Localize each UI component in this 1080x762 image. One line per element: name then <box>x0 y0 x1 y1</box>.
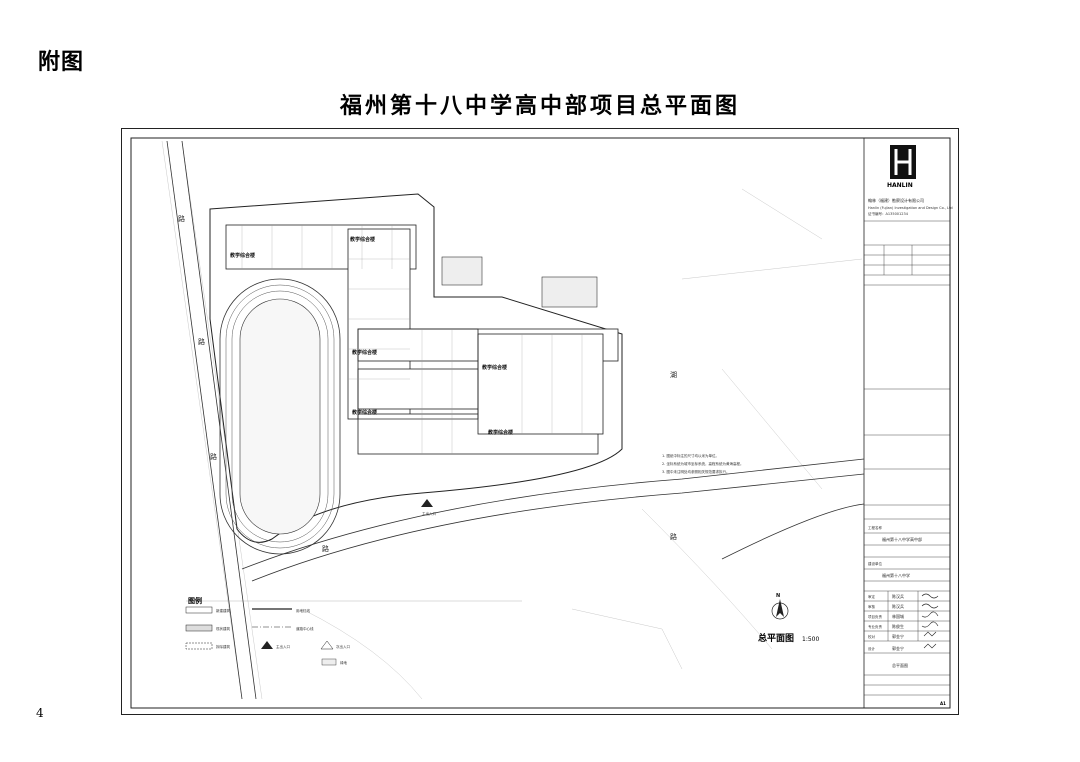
building-label-3: 教学综合楼 <box>481 364 507 371</box>
main-entrance: 主出入口 <box>421 499 436 516</box>
project-label: 工程名称 <box>868 525 882 530</box>
logo-text: HANLIN <box>887 182 913 189</box>
legend-row-7: 绿地 <box>340 660 348 665</box>
building-label-0: 教学综合楼 <box>229 252 255 259</box>
building-label-5: 教学综合楼 <box>487 429 513 436</box>
road-label-1: 路 <box>198 337 205 346</box>
client-label: 建设单位 <box>868 561 882 566</box>
site-plan-svg: N 总平面图 1:500 主出入口 图例 新建建筑 现状建筑 拆除建筑 用地红线… <box>130 137 953 709</box>
legend-row-4: 道路中心线 <box>296 626 314 631</box>
north-arrow: N <box>771 593 789 620</box>
document-title: 福州第十八中学高中部项目总平面图 <box>339 93 740 119</box>
legend-row-1: 现状建筑 <box>216 626 230 631</box>
neighbour-buildings <box>441 256 598 308</box>
building-grid <box>241 225 583 454</box>
sign-role-3: 专业负责 <box>868 624 882 629</box>
svg-text:主出入口: 主出入口 <box>422 511 436 516</box>
sign-name-2: 林国城 <box>892 613 904 619</box>
sign-role-0: 审定 <box>868 594 876 599</box>
sign-name-0: 陈汉兵 <box>892 593 904 599</box>
legend-row-5: 主出入口 <box>276 644 290 649</box>
road-edges <box>166 140 865 700</box>
signature-scribbles <box>921 593 939 649</box>
sign-name-3: 陈俊生 <box>892 623 904 629</box>
legend: 图例 新建建筑 现状建筑 拆除建筑 用地红线 道路中心线 主出入口 次出入口 绿… <box>185 596 522 666</box>
page-number: 4 <box>36 706 44 720</box>
sign-role-2: 项目负责 <box>868 614 882 619</box>
building-label-1: 教学综合楼 <box>349 236 375 243</box>
road-label-2: 路 <box>210 452 217 461</box>
plan-note-1: 2. 坐标系统为城市坐标系统，高程系统为黄海高程。 <box>662 461 743 466</box>
company-name-cn: 翰林（福建）勘察设计有限公司 <box>868 197 924 203</box>
legend-row-0: 新建建筑 <box>216 608 230 613</box>
legend-row-2: 拆除建筑 <box>216 644 230 649</box>
appendix-label: 附图 <box>38 50 85 75</box>
sign-name-5: 郭金宁 <box>892 645 904 651</box>
legend-row-3: 用地红线 <box>296 608 310 613</box>
road-label-4: 湖 <box>670 370 677 379</box>
sign-role-1: 审核 <box>868 604 876 609</box>
sign-name-1: 陈汉兵 <box>892 603 904 609</box>
school-buildings <box>225 224 619 455</box>
sign-name-4: 郭金宁 <box>892 633 904 639</box>
title-block <box>863 137 951 709</box>
plan-note-2: 3. 图中未注明处均参照相关规范要求执行。 <box>662 469 729 474</box>
client-name: 福州第十八中学 <box>882 572 910 578</box>
north-label: N <box>776 593 780 599</box>
certificate-number: 证书编号：A135001234 <box>868 211 909 216</box>
legend-row-6: 次出入口 <box>336 644 350 649</box>
title-block-lines <box>864 220 950 696</box>
road-label-5: 路 <box>670 532 677 541</box>
drawing-name: 总平面图 <box>892 662 908 668</box>
building-label-2: 教学综合楼 <box>351 349 377 356</box>
plan-note-0: 1. 图纸中标注的尺寸均以米为单位。 <box>662 453 719 458</box>
legend-title: 图例 <box>188 596 202 605</box>
company-name-en: Hanlin (Fujian) Investigation and Design… <box>868 206 953 210</box>
running-track <box>219 278 341 555</box>
sign-role-4: 校对 <box>868 634 876 639</box>
site-plan-drawing: N 总平面图 1:500 主出入口 图例 新建建筑 现状建筑 拆除建筑 用地红线… <box>121 128 959 715</box>
road-label-0: 路 <box>178 214 185 223</box>
sign-role-5: 设计 <box>868 646 876 651</box>
scale-title: 总平面图 <box>758 632 794 644</box>
sheet-number: A1 <box>940 701 946 706</box>
road-label-3: 路 <box>322 544 329 553</box>
company-logo <box>890 145 916 179</box>
building-label-4: 教学综合楼 <box>351 409 377 416</box>
survey-lines <box>161 140 863 700</box>
site-boundary <box>209 193 623 543</box>
project-name: 福州第十八中学高中部 <box>882 536 922 542</box>
scale-ratio: 1:500 <box>802 636 819 643</box>
